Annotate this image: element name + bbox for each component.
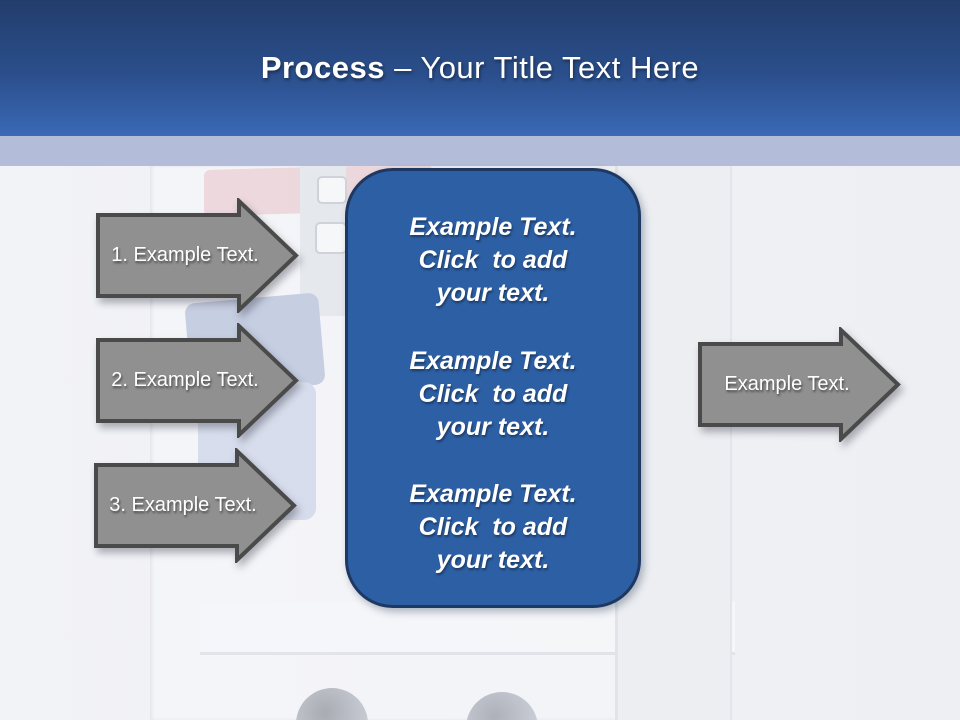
process-step-arrow-2[interactable]: 2. Example Text. [95, 323, 300, 438]
placeholder-text-block-3[interactable]: Example Text. Click to add your text. [409, 480, 577, 574]
header-band [0, 0, 960, 136]
output-arrow-label: Example Text. [724, 373, 850, 395]
process-step-arrow-1[interactable]: 1. Example Text. [95, 198, 300, 313]
center-text-panel[interactable]: Example Text. Click to add your text. Ex… [345, 168, 641, 608]
header-accent-strip [0, 136, 960, 166]
right-arrow-shape [96, 198, 299, 313]
right-arrow-shape [698, 327, 901, 442]
arrow-1-label: 1. Example Text. [111, 244, 259, 266]
breaker-clip-top [317, 176, 347, 204]
arrow-3-label: 3. Example Text. [109, 494, 257, 516]
arrow-2-label: 2. Example Text. [111, 369, 259, 391]
breaker-clip-bottom [315, 222, 347, 254]
slide-title[interactable]: Process – Your Title Text Here [0, 50, 960, 86]
process-step-arrow-3[interactable]: 3. Example Text. [93, 448, 298, 563]
right-arrow-shape [96, 323, 299, 438]
placeholder-text-block-1[interactable]: Example Text. Click to add your text. [409, 213, 577, 307]
title-keyword: Process [260, 50, 385, 85]
title-subtitle: – Your Title Text Here [384, 50, 700, 85]
output-arrow[interactable]: Example Text. [697, 327, 902, 442]
placeholder-text-block-2[interactable]: Example Text. Click to add your text. [409, 346, 577, 441]
right-arrow-shape [94, 448, 297, 563]
